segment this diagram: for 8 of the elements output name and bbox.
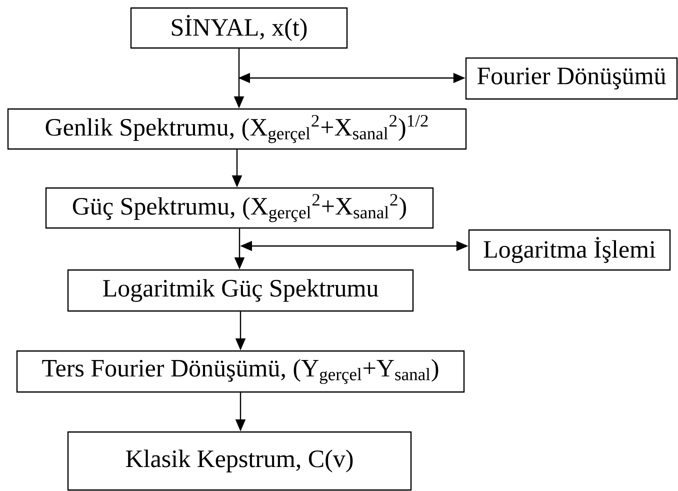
process-box: Fourier Dönüşümü [465, 57, 678, 100]
process-box: Klasik Kepstrum, C(v) [67, 431, 412, 491]
process-box: SİNYAL, x(t) [130, 7, 348, 49]
process-box: Genlik Spektrumu, (X$_{gerçel}$$^{2}$+X$_{sanal}$$^{2}$)$^{1/2}$ [7, 108, 467, 150]
process-box: Ters Fourier Dönüşümü, (Y$_{gerçel}$+Y$_{sanal}$) [16, 350, 465, 393]
process-box: Logaritma İşlemi [468, 229, 671, 271]
process-box: Logaritmik Güç Spektrumu [67, 269, 414, 312]
process-box: Güç Spektrumu, (X$_{gerçel}$$^{2}$+X$_{sanal}$$^{2}$) [45, 187, 434, 229]
